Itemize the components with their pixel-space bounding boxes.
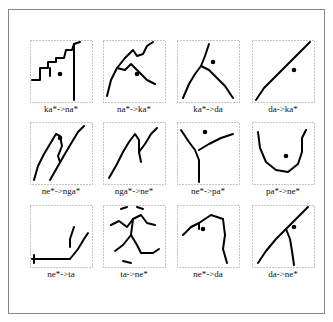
panel-caption: ne*->nga*: [42, 186, 81, 196]
stroke-drawings: [32, 42, 310, 265]
panel-caption: ne*->ta: [47, 269, 75, 279]
outer-frame: [9, 10, 325, 314]
panel-caption: ta->ne*: [120, 269, 148, 279]
panel-caption: ne*->pa*: [191, 186, 225, 196]
panel-caption: ka*->na*: [44, 104, 78, 114]
panel-caption: ka*->da: [193, 104, 223, 114]
panel-frames: [31, 41, 315, 268]
panel-caption: na*->ka*: [117, 104, 151, 114]
panel-caption: ne*->da: [193, 269, 223, 279]
panel-caption: da->ka*: [268, 104, 298, 114]
panel-caption: nga*->ne*: [115, 186, 154, 196]
panel-caption: pa*->ne*: [266, 186, 300, 196]
panel-caption: da->ne*: [268, 269, 298, 279]
